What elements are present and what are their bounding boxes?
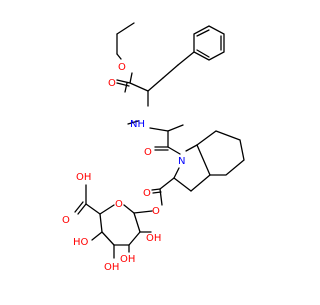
bond: [173, 177, 192, 192]
bond: [152, 191, 162, 194]
atom-o-sugar-ring: O: [115, 199, 123, 210]
structure-canvas: O O NH O N O O O OH O OH OH OH HO: [62, 22, 245, 273]
bond: [133, 210, 153, 214]
bond: [162, 64, 179, 79]
atom-o-ester2-carbonyl: O: [143, 188, 151, 199]
bond: [116, 79, 131, 84]
atom-o-ester-link: O: [118, 62, 126, 73]
bond: [127, 120, 139, 125]
bond: [99, 213, 103, 233]
atom-oh-1: OH: [146, 233, 161, 244]
bond: [85, 203, 101, 215]
bond: [99, 204, 115, 215]
bond: [196, 130, 245, 176]
bond: [173, 167, 180, 179]
atom-n-ring: N: [178, 156, 185, 167]
atom-nh: NH: [130, 119, 145, 130]
bond: [116, 82, 130, 87]
bond: [74, 201, 84, 213]
chemical-structure: O O NH O N O O O OH O OH OH OH HO: [62, 22, 245, 273]
bond: [116, 53, 122, 60]
atom-oh-3: OH: [104, 262, 119, 273]
bond: [167, 146, 181, 155]
atom-ho-left: HO: [73, 237, 89, 248]
bond: [149, 127, 169, 132]
atom-o-ester-carbonyl: O: [108, 78, 116, 89]
bond: [151, 188, 161, 191]
bond: [129, 82, 149, 92]
bond: [147, 77, 164, 92]
atom-o-ester2-link: O: [152, 206, 160, 217]
bond: [167, 124, 184, 132]
bond: [196, 144, 211, 176]
bond: [196, 29, 210, 37]
bond: [177, 51, 195, 66]
bond: [116, 22, 135, 35]
bond: [128, 231, 141, 246]
atom-oh-2: OH: [120, 254, 135, 265]
atom-oh-acid: OH: [76, 172, 91, 183]
bond: [91, 231, 103, 241]
atom-o-amide: O: [144, 147, 152, 158]
bond: [185, 144, 198, 152]
bond: [101, 231, 115, 246]
atom-o-acid: O: [62, 215, 70, 226]
bond: [190, 174, 211, 192]
bond: [159, 177, 175, 190]
bond: [196, 49, 210, 58]
bond: [123, 204, 135, 214]
phenyl-ring: [193, 25, 225, 61]
bond: [124, 82, 128, 93]
bond: [129, 72, 133, 84]
bond: [133, 212, 141, 233]
bond: [77, 203, 87, 215]
